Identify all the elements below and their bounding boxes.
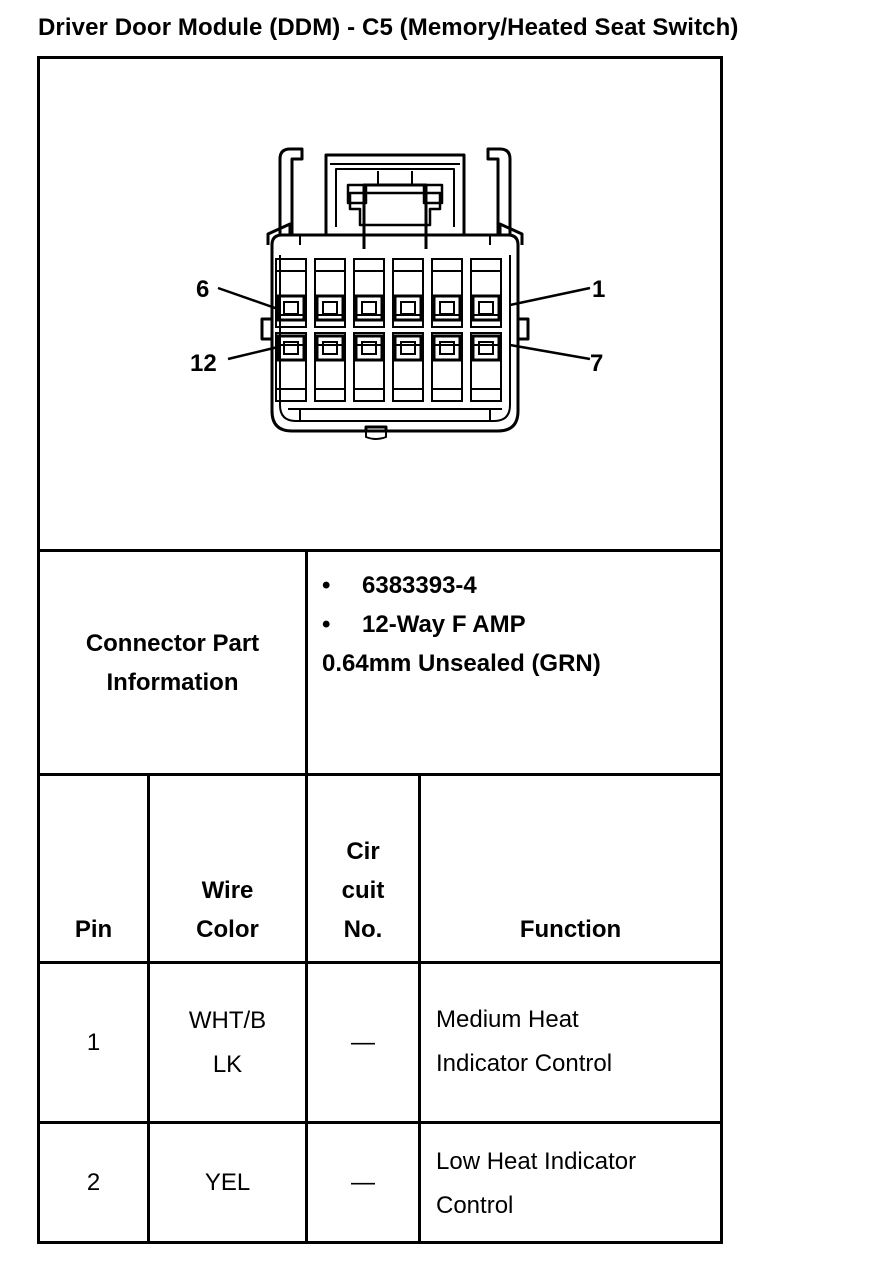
divider-col-pin-wire bbox=[147, 773, 150, 1244]
connector-table-frame bbox=[37, 56, 723, 1244]
pin-label-6: 6 bbox=[196, 276, 209, 303]
terminal-cavity bbox=[275, 332, 307, 402]
divider-col-circuit-function bbox=[418, 773, 421, 1244]
terminal-cavity bbox=[392, 258, 424, 328]
page-title: Driver Door Module (DDM) - C5 (Memory/He… bbox=[38, 14, 739, 41]
terminal-cavity bbox=[353, 258, 385, 328]
terminal-cavity bbox=[392, 332, 424, 402]
terminal-cavity bbox=[314, 258, 346, 328]
connector-info-label-cell: Connector Part Information bbox=[40, 552, 305, 773]
pin-label-12: 12 bbox=[190, 350, 217, 377]
connector-info-details: •6383393-4 •12-Way F AMP 0.64mm Unsealed… bbox=[322, 566, 717, 766]
terminal-cavity bbox=[470, 258, 502, 328]
connector-info-label: Connector Part Information bbox=[85, 629, 260, 696]
divider-col-wire-circuit bbox=[305, 549, 308, 1244]
table-row-2-wire-color: YEL bbox=[204, 1168, 251, 1196]
table-row-2-circuit: — bbox=[351, 1168, 375, 1196]
table-row-2-pin: 2 bbox=[86, 1168, 101, 1196]
divider-diagram-bottom bbox=[37, 549, 723, 552]
table-row-1-pin: 1 bbox=[86, 1028, 101, 1056]
terminal-cavity bbox=[431, 332, 463, 402]
header-pin: Pin bbox=[74, 916, 113, 943]
terminal-spec-text: 0.64mm Unsealed (GRN) bbox=[322, 650, 601, 677]
header-function: Function bbox=[519, 916, 622, 943]
terminal-cavity bbox=[431, 258, 463, 328]
connector-diagram: 6 1 12 7 bbox=[190, 147, 605, 440]
divider-row1-bottom bbox=[37, 1121, 723, 1124]
pin-label-7: 7 bbox=[590, 350, 603, 377]
connector-type-item: •12-Way F AMP bbox=[322, 611, 526, 638]
table-row-1-circuit: — bbox=[351, 1028, 375, 1056]
pin-label-1: 1 bbox=[592, 276, 605, 303]
divider-info-bottom bbox=[37, 773, 723, 776]
terminal-cavity bbox=[470, 332, 502, 402]
part-number-item: •6383393-4 bbox=[322, 572, 477, 599]
terminal-cavity bbox=[353, 332, 385, 402]
divider-header-bottom bbox=[37, 961, 723, 964]
terminal-cavity bbox=[314, 332, 346, 402]
